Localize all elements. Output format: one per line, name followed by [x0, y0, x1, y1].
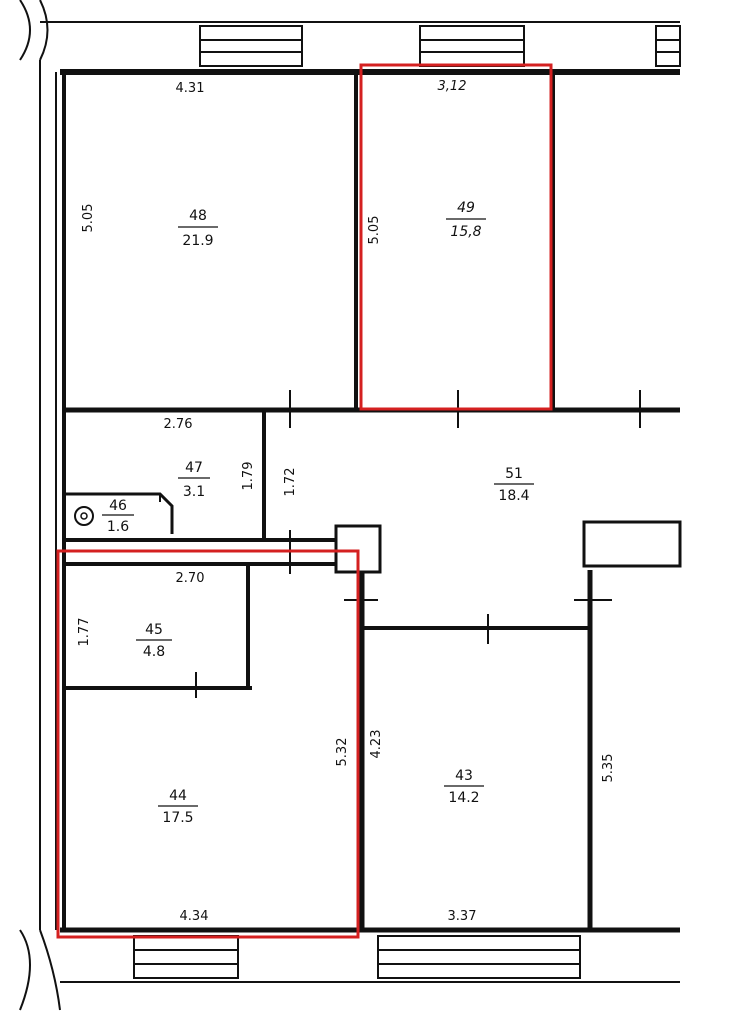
- top-outer-wall: [19, 0, 681, 75]
- dimension-side-48: 5.05: [81, 204, 96, 233]
- highlight-room-49: [359, 63, 553, 411]
- interior-walls: [64, 72, 682, 930]
- left-outer-wall: [39, 60, 66, 930]
- svg-text:47: 47: [185, 460, 203, 476]
- dimension-side-47-a: 1.79: [241, 462, 256, 491]
- svg-text:14.2: 14.2: [448, 790, 479, 806]
- svg-text:46: 46: [109, 498, 127, 514]
- svg-text:4.8: 4.8: [143, 644, 165, 660]
- dimension-side-45: 1.77: [77, 618, 92, 647]
- dimension-top-48: 4.31: [176, 81, 205, 96]
- svg-text:18.4: 18.4: [498, 488, 529, 504]
- svg-text:3.1: 3.1: [183, 484, 205, 500]
- svg-text:15,8: 15,8: [450, 224, 481, 240]
- svg-text:1.6: 1.6: [107, 519, 129, 535]
- dimension-top-47: 2.76: [164, 417, 193, 432]
- room-label-48: 48 21.9: [178, 208, 218, 249]
- room-label-45: 45 4.8: [136, 622, 172, 660]
- svg-text:17.5: 17.5: [162, 810, 193, 826]
- highlight-room-44-45: [56, 549, 360, 939]
- dimension-side-47-b: 1.72: [283, 468, 298, 497]
- svg-text:45: 45: [145, 622, 163, 638]
- svg-text:21.9: 21.9: [182, 233, 213, 249]
- bottom-outer-wall: [19, 927, 680, 1011]
- dimension-side-44: 5.32: [335, 738, 350, 767]
- dimension-bottom-44: 4.34: [180, 909, 209, 924]
- dimension-top-49: 3,12: [438, 79, 467, 94]
- dimension-side-right: 5.35: [601, 754, 616, 783]
- svg-text:48: 48: [189, 208, 207, 224]
- svg-text:49: 49: [457, 200, 475, 216]
- dimension-side-43: 4.23: [369, 730, 384, 759]
- dimension-bottom-43: 3.37: [448, 909, 477, 924]
- svg-text:43: 43: [455, 768, 473, 784]
- room-label-46: 46 1.6: [102, 498, 134, 535]
- room-label-47: 47 3.1: [178, 460, 210, 500]
- room-label-49: 49 15,8: [446, 200, 486, 240]
- svg-text:51: 51: [505, 466, 523, 482]
- room-label-51: 51 18.4: [494, 466, 534, 504]
- dimension-side-49: 5.05: [367, 216, 382, 245]
- room-label-44: 44 17.5: [158, 788, 198, 826]
- dimension-top-45: 2.70: [176, 571, 205, 586]
- room-label-43: 43 14.2: [444, 768, 484, 806]
- svg-text:44: 44: [169, 788, 187, 804]
